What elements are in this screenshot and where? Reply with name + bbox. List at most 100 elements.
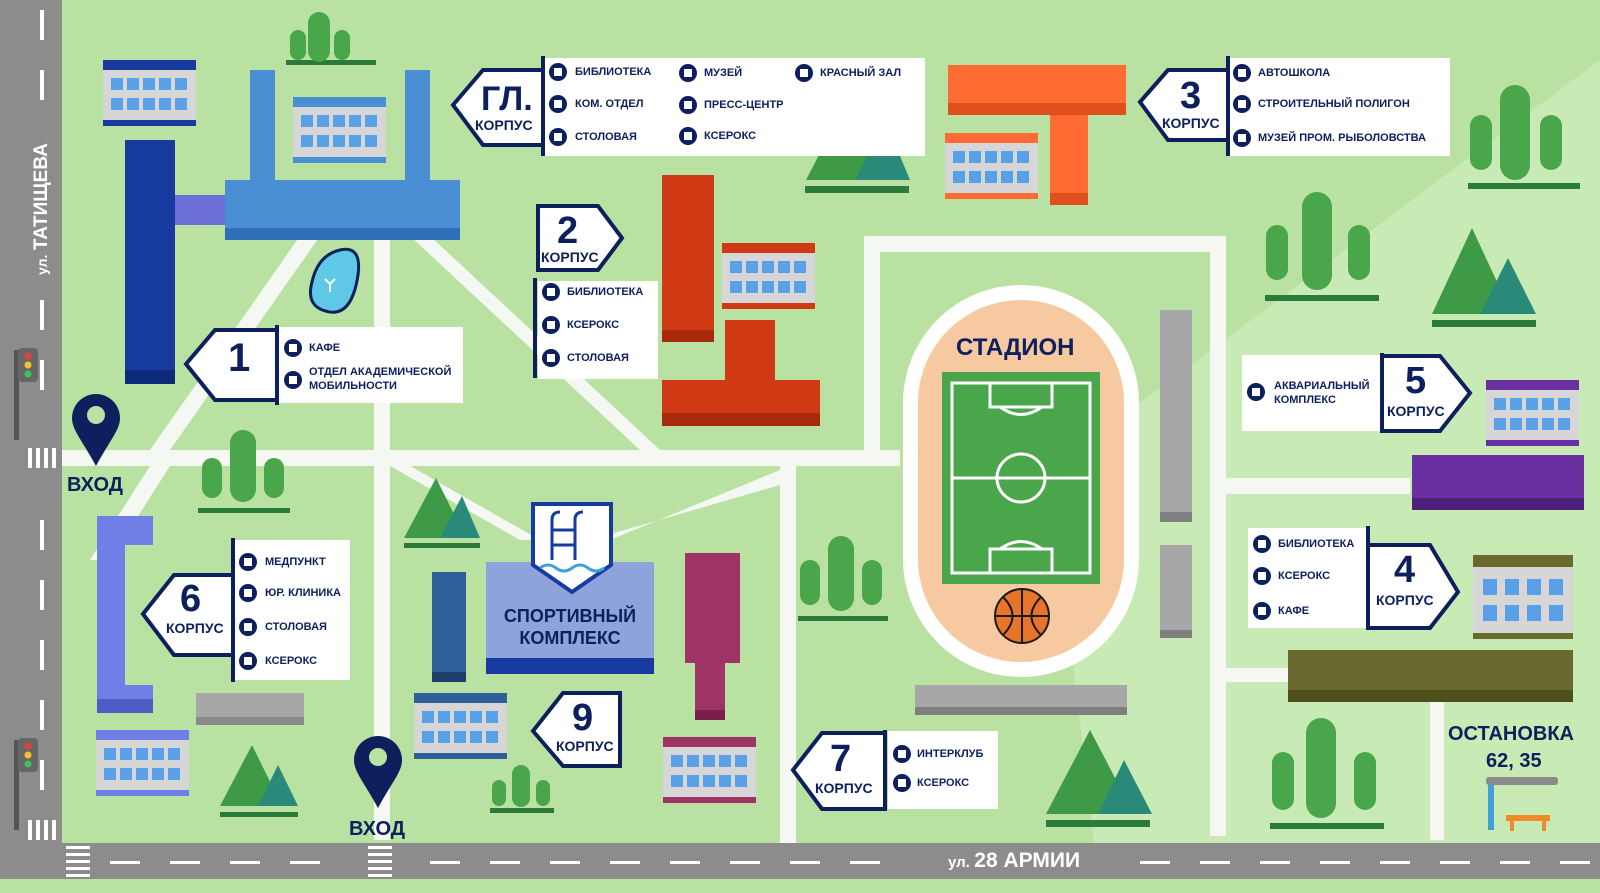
main-item-copier: КСЕРОКС <box>704 130 757 142</box>
location-pin-icon <box>354 736 402 808</box>
building-2[interactable] <box>662 175 820 426</box>
sign-2-number: 2 <box>557 210 579 252</box>
b6-item-canteen: СТОЛОВАЯ <box>265 621 327 633</box>
sign-6-label: КОРПУС <box>166 620 224 636</box>
traffic-light-icon <box>14 738 38 830</box>
stadium-title: СТАДИОН <box>956 334 1075 361</box>
b2-item-copier: КСЕРОКС <box>567 319 620 331</box>
building-8[interactable] <box>685 553 740 663</box>
entrance-label: ВХОД <box>349 818 406 840</box>
b5-item-aquarium-2: КОМПЛЕКС <box>1274 394 1336 406</box>
street-prefix: ул. <box>34 254 50 275</box>
sign-7-number: 7 <box>830 738 852 780</box>
tree-icon <box>286 12 376 65</box>
sport-complex-line2: КОМПЛЕКС <box>519 628 621 648</box>
house-icon <box>663 737 756 803</box>
house-icon <box>1473 555 1573 639</box>
b4-item-cafe: КАФЕ <box>1278 605 1310 617</box>
b3-item-fishing: МУЗЕЙ ПРОМ. РЫБОЛОВСТВА <box>1258 132 1426 144</box>
fountain-icon <box>309 247 361 314</box>
pine-tree-icon <box>1432 228 1536 327</box>
tree-icon <box>198 430 290 513</box>
street-label-28-armii: ул. 28 АРМИИ <box>948 849 1080 873</box>
sport-complex-title: СПОРТИВНЫЙ КОМПЛЕКС <box>486 605 654 649</box>
bus-stop-routes: 62, 35 <box>1486 750 1542 772</box>
b2-item-library: БИБЛИОТЕКА <box>567 286 644 298</box>
b1-item-mobility-2: МОБИЛЬНОСТИ <box>309 380 397 392</box>
b5-item-aquarium: АКВАРИАЛЬНЫЙ <box>1274 380 1370 392</box>
bus-stop-icon <box>1486 777 1558 831</box>
main-item-museum: МУЗЕЙ <box>704 67 743 79</box>
tree-icon <box>798 536 888 621</box>
b6-item-copier: КСЕРОКС <box>265 655 318 667</box>
tree-icon <box>1468 85 1580 189</box>
sign-2 <box>536 204 625 272</box>
bus-stop-title: ОСТАНОВКА <box>1448 723 1574 745</box>
house-icon <box>414 693 507 759</box>
sign-2-label: КОРПУС <box>541 249 599 265</box>
main-item-canteen: СТОЛОВАЯ <box>575 131 637 143</box>
main-item-red-hall: КРАСНЫЙ ЗАЛ <box>820 67 902 79</box>
main-item-library: БИБЛИОТЕКА <box>575 66 652 78</box>
b6-item-law-clinic: ЮР. КЛИНИКА <box>265 587 341 599</box>
house-icon <box>103 60 196 126</box>
house-icon <box>945 133 1038 199</box>
b4-item-copier: КСЕРОКС <box>1278 570 1331 582</box>
sign-1-number: 1 <box>228 336 251 380</box>
main-item-press: ПРЕСС-ЦЕНТР <box>704 99 784 111</box>
traffic-light-icon <box>14 348 38 440</box>
entrance-label: ВХОД <box>67 474 124 496</box>
pine-tree-icon <box>1046 730 1152 827</box>
sign-5-number: 5 <box>1405 360 1427 402</box>
sign-3-number: 3 <box>1180 75 1202 117</box>
pool-icon <box>531 502 613 595</box>
sign-main-number: ГЛ. <box>481 80 533 118</box>
building-3[interactable] <box>948 65 1126 205</box>
b2-item-canteen: СТОЛОВАЯ <box>567 352 629 364</box>
b1-item-mobility: ОТДЕЛ АКАДЕМИЧЕСКОЙ <box>309 366 452 378</box>
basketball-icon <box>994 588 1050 644</box>
sign-main-label: КОРПУС <box>475 117 533 133</box>
sport-complex-line1: СПОРТИВНЫЙ <box>503 606 637 626</box>
sign-9-number: 9 <box>572 697 594 739</box>
pine-tree-icon <box>404 478 480 548</box>
sign-6-number: 6 <box>180 578 202 620</box>
crosswalks <box>28 448 392 877</box>
main-building[interactable] <box>125 70 460 384</box>
sign-9 <box>530 691 622 768</box>
b4-item-library: БИБЛИОТЕКА <box>1278 538 1355 550</box>
main-item-office: КОМ. ОТДЕЛ <box>575 98 644 110</box>
sign-5-label: КОРПУС <box>1387 403 1445 419</box>
tree-icon <box>490 765 554 813</box>
house-icon <box>1486 380 1579 446</box>
house-icon <box>722 243 815 309</box>
sign-9-label: КОРПУС <box>556 738 614 754</box>
road-markings <box>40 10 1590 864</box>
sign-4-number: 4 <box>1394 549 1416 591</box>
grey-block <box>1160 310 1192 520</box>
building-9[interactable] <box>432 572 466 682</box>
tree-icon <box>1265 192 1379 301</box>
sign-4-label: КОРПУС <box>1376 592 1434 608</box>
street-name: 28 АРМИИ <box>974 849 1081 872</box>
house-icon <box>293 97 386 163</box>
house-icon <box>96 730 189 796</box>
street-label-tatishcheva: ул. ТАТИЩЕВА <box>31 143 53 275</box>
pine-tree-icon <box>220 745 298 817</box>
b7-item-copier: КСЕРОКС <box>917 777 970 789</box>
stadium[interactable] <box>903 285 1139 677</box>
street-name: ТАТИЩЕВА <box>31 143 52 251</box>
sign-7-label: КОРПУС <box>815 780 873 796</box>
sign-3-label: КОРПУС <box>1162 115 1220 131</box>
tree-icon <box>1270 718 1384 829</box>
b6-item-medical: МЕДПУНКТ <box>265 556 326 568</box>
b3-item-driving: АВТОШКОЛА <box>1258 67 1331 79</box>
street-prefix: ул. <box>948 854 970 871</box>
b1-item-cafe: КАФЕ <box>309 342 341 354</box>
location-pin-icon <box>72 394 120 466</box>
b3-item-construction: СТРОИТЕЛЬНЫЙ ПОЛИГОН <box>1258 98 1410 110</box>
grey-block <box>1160 545 1192 637</box>
b7-item-interclub: ИНТЕРКЛУБ <box>917 748 984 760</box>
